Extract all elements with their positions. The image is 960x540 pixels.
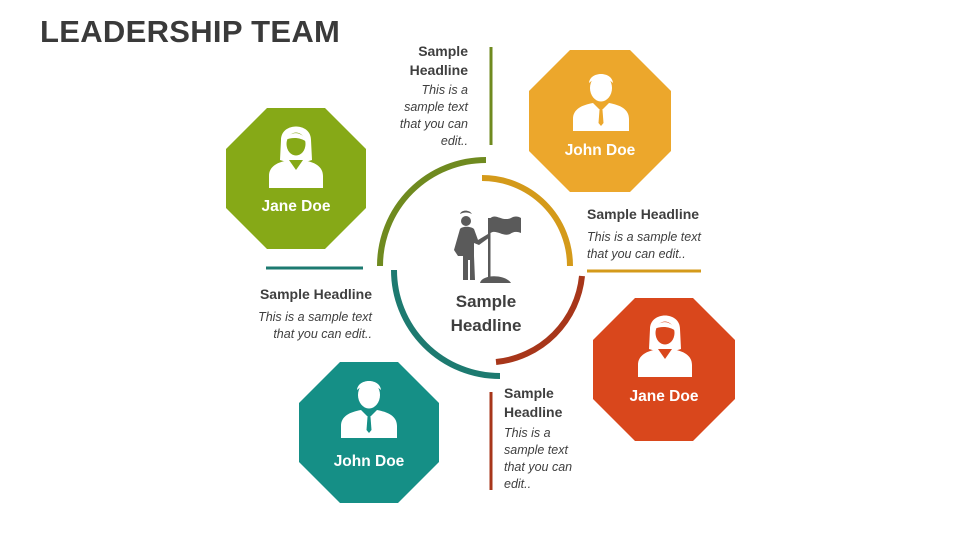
callout-bottom-text-line: This is a	[504, 426, 551, 440]
callout-left-text-line: that you can edit..	[273, 327, 372, 341]
page-title: LEADERSHIP TEAM	[40, 14, 341, 49]
callout-top-text-line: edit..	[440, 134, 468, 148]
callout-left-text: This is a sample text that you can edit.…	[222, 309, 372, 343]
ring-arc-red	[495, 275, 585, 365]
ring-arc-olive	[377, 157, 487, 267]
member-name-green: Jane Doe	[261, 198, 331, 215]
leader-flag-icon	[454, 210, 521, 283]
center-headline: Sample Headline	[436, 290, 536, 338]
callout-top-headline-line2: Headline	[409, 62, 468, 78]
callout-bottom-text-line: that you can	[504, 460, 573, 474]
ring-arc-teal	[391, 269, 501, 379]
member-name-orange: Jane Doe	[629, 388, 699, 405]
callout-top-text-line: that you can	[399, 117, 468, 131]
callout-top-headline: Sample Headline	[370, 42, 468, 80]
member-name-yellow: John Doe	[564, 142, 636, 159]
callout-left-headline: Sample Headline	[259, 286, 372, 302]
callout-left-text-line: This is a sample text	[258, 310, 372, 324]
callout-top-headline-line1: Sample	[418, 43, 468, 59]
callout-bottom-headline-line2: Headline	[504, 404, 563, 420]
center-headline-line2: Headline	[450, 316, 522, 335]
callout-bottom-text-line: sample text	[504, 443, 568, 457]
ring-arc-gold	[481, 175, 573, 267]
callout-bottom-text-line: edit..	[504, 477, 532, 491]
callout-right-headline: Sample Headline	[587, 206, 700, 222]
callout-right-text-line: that you can edit..	[587, 247, 686, 261]
callout-top-text-line: This is a	[421, 83, 468, 97]
callout-bottom-text: This is a sample text that you can edit.…	[504, 425, 572, 493]
callout-right-text-line: This is a sample text	[587, 230, 701, 244]
callout-top-text-line: sample text	[404, 100, 468, 114]
callout-bottom-headline-line1: Sample	[504, 385, 554, 401]
member-name-teal: John Doe	[333, 453, 405, 470]
callout-right-text: This is a sample text that you can edit.…	[587, 229, 701, 263]
center-headline-line1: Sample	[455, 292, 517, 311]
callout-bottom-headline: Sample Headline	[504, 384, 562, 422]
callout-top-text: This is a sample text that you can edit.…	[370, 82, 468, 150]
